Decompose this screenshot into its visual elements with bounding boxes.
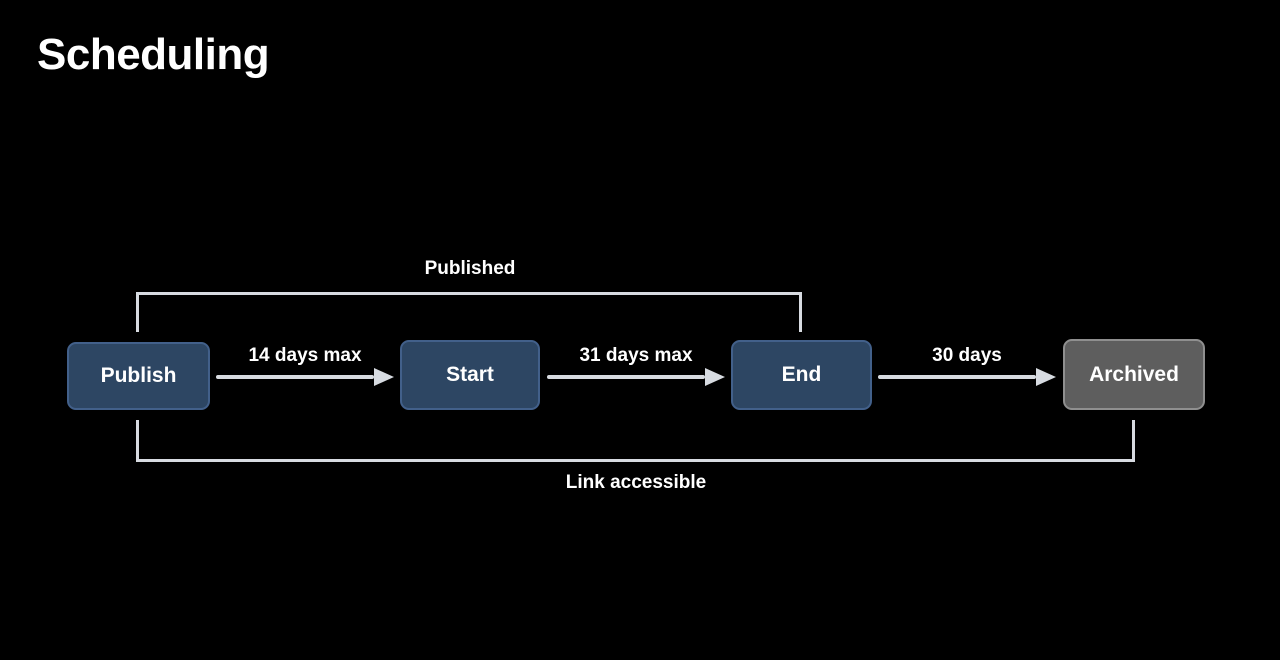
slide-title: Scheduling	[37, 30, 270, 79]
arrowhead-end-archived-icon	[1036, 368, 1056, 386]
node-publish: Publish	[67, 342, 210, 410]
node-publish-label: Publish	[100, 364, 177, 387]
bracket-link-accessible-line	[136, 420, 1135, 462]
arrow-label-publish-start: 14 days max	[248, 345, 362, 366]
bracket-published-label: Published	[424, 258, 516, 279]
node-end-label: End	[781, 363, 822, 386]
arrow-end-archived	[878, 375, 1036, 379]
arrow-start-end	[547, 375, 705, 379]
arrowhead-start-end-icon	[705, 368, 725, 386]
node-start: Start	[400, 340, 540, 410]
node-archived: Archived	[1063, 339, 1205, 410]
node-start-label: Start	[446, 363, 494, 386]
arrowhead-publish-start-icon	[374, 368, 394, 386]
bracket-published-line	[136, 292, 802, 332]
arrow-label-start-end: 31 days max	[579, 345, 693, 366]
arrow-label-end-archived: 30 days	[932, 345, 1002, 366]
node-archived-label: Archived	[1089, 362, 1179, 386]
arrow-publish-start	[216, 375, 374, 379]
node-end: End	[731, 340, 872, 410]
bracket-link-accessible-label: Link accessible	[565, 472, 707, 493]
